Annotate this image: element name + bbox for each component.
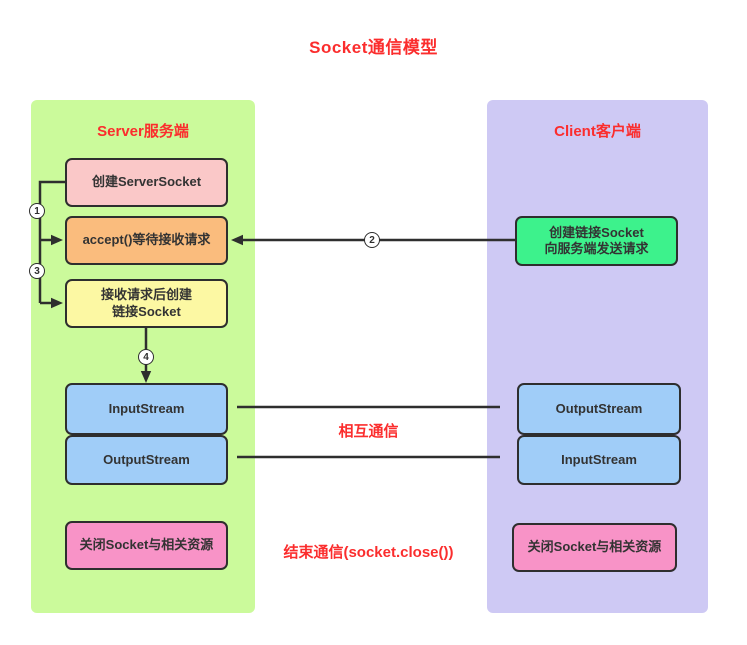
node-create-server-socket: 创建ServerSocket — [65, 158, 228, 207]
end-communication-label: 结束通信(socket.close()) — [283, 544, 454, 561]
node-client-close: 关闭Socket与相关资源 — [512, 523, 677, 572]
node-client-create-line1: 创建链接Socket — [549, 224, 644, 240]
node-server-input-stream: InputStream — [65, 383, 228, 435]
node-client-output-stream: OutputStream — [517, 383, 681, 435]
node-create-link-line2: 链接Socket — [112, 303, 181, 319]
node-client-input-stream: InputStream — [517, 435, 681, 485]
step-marker-2: 2 — [364, 232, 380, 248]
node-server-close: 关闭Socket与相关资源 — [65, 521, 228, 570]
step-marker-4: 4 — [138, 349, 154, 365]
step-marker-3: 3 — [29, 263, 45, 279]
node-create-link-line1: 接收请求后创建 — [100, 287, 192, 303]
step-marker-1: 1 — [29, 203, 45, 219]
node-client-create-line2: 向服务端发送请求 — [544, 241, 649, 256]
diagram-title: Socket通信模型 — [309, 38, 438, 57]
node-accept: accept()等待接收请求 — [65, 216, 228, 265]
node-client-create-socket: 创建链接Socket 向服务端发送请求 — [515, 216, 678, 266]
node-server-output-stream: OutputStream — [65, 435, 228, 485]
client-panel-title: Client客户端 — [554, 123, 641, 140]
mutual-communication-label: 相互通信 — [338, 423, 399, 440]
server-panel-title: Server服务端 — [97, 123, 189, 140]
node-create-link-socket: 接收请求后创建 链接Socket — [65, 279, 228, 328]
